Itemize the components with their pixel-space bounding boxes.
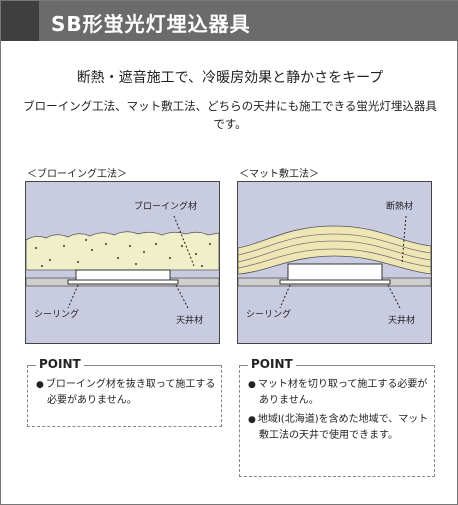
leader-line-insulation <box>173 215 195 267</box>
blowing-method-diagram: ブローイング材 シーリング 天井材 <box>25 181 220 344</box>
sealing-label: シーリング <box>246 308 291 320</box>
point-title: POINT <box>36 357 84 371</box>
insulation-material-label: 断熱材 <box>386 200 413 212</box>
leader-line-insulation <box>401 215 407 265</box>
leader-line-sealing <box>279 284 291 309</box>
feature-description: ブローイング工法、マット敷工法、どちらの天井にも施工できる蛍光灯埋込器具です。 <box>23 99 437 131</box>
fixture-body <box>75 269 171 281</box>
header-bar: SB形蛍光灯埋込器具 <box>1 1 458 41</box>
point-item: ブローイング材を抜き取って施工する必要がありません。 <box>36 377 217 408</box>
leader-line-ceiling <box>175 284 189 309</box>
fixture-flange <box>279 279 391 285</box>
point-item: 地域Ⅰ(北海道)を含めた地域で、マット敷工法の天井で使用できます。 <box>248 412 430 443</box>
ceiling-material-label: 天井材 <box>388 314 415 326</box>
mat-layer-line <box>238 248 431 269</box>
mat-layer-line <box>238 240 431 263</box>
page-title: SB形蛍光灯埋込器具 <box>51 12 251 36</box>
blowing-method-label: ＜ブローイング工法＞ <box>27 169 127 180</box>
ceiling-material-label: 天井材 <box>176 314 203 326</box>
mat-layer-line <box>238 233 431 256</box>
mat-method-label: ＜マット敷工法＞ <box>239 169 319 180</box>
sealing-label: シーリング <box>34 308 79 320</box>
point-box-mat: POINT マット材を切り取って施工する必要がありません。 地域Ⅰ(北海道)を含… <box>239 357 435 477</box>
point-list: ブローイング材を抜き取って施工する必要がありません。 <box>36 377 217 412</box>
mat-insulation-layer <box>238 225 431 275</box>
point-list: マット材を切り取って施工する必要がありません。 地域Ⅰ(北海道)を含めた地域で、… <box>248 377 430 447</box>
leader-line-sealing <box>67 284 79 309</box>
mat-method-diagram: 断熱材 シーリング 天井材 <box>237 181 432 344</box>
point-box-blowing: POINT ブローイング材を抜き取って施工する必要がありません。 <box>27 357 222 427</box>
feature-headline: 断熱・遮音施工で、冷暖房効果と静かさをキープ <box>76 70 384 86</box>
blowing-material-label: ブローイング材 <box>134 200 197 212</box>
blowing-insulation-dots <box>35 239 211 267</box>
point-title: POINT <box>248 357 296 371</box>
fixture-body <box>287 263 383 281</box>
fixture-flange <box>67 279 179 285</box>
blowing-insulation-layer <box>26 231 219 271</box>
header-accent-block <box>1 1 39 41</box>
leader-line-ceiling <box>387 284 401 309</box>
point-item: マット材を切り取って施工する必要がありません。 <box>248 377 430 408</box>
blowing-diagram-svg: ブローイング材 シーリング 天井材 <box>26 182 219 343</box>
mat-diagram-svg: 断熱材 シーリング 天井材 <box>238 182 431 343</box>
